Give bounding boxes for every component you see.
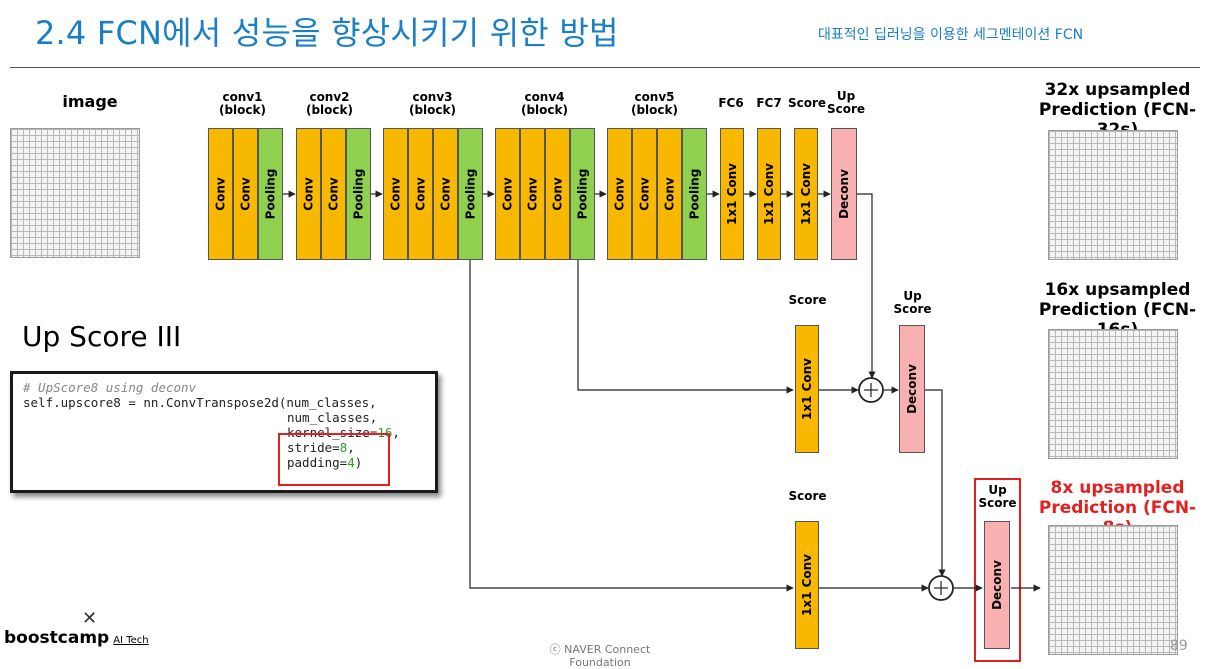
conv4-pooling: Pooling: [570, 128, 595, 260]
code-line-5-value: 4: [347, 455, 355, 470]
fc6-1x1-conv: 1x1 Conv: [720, 128, 744, 260]
conv5-conv-b: Conv: [632, 128, 657, 260]
code-line-5-key: padding=: [287, 455, 348, 470]
conv5-conv-c: Conv: [657, 128, 682, 260]
fcn8-prediction-grid: [1048, 525, 1178, 655]
score-pool3-1x1-conv: 1x1 Conv: [795, 521, 819, 649]
conv4-label: conv4 (block): [520, 90, 568, 117]
upscore-label: Up Score: [826, 89, 866, 116]
fcn32-prediction-grid: [1048, 130, 1178, 260]
score-pool3-label: Score: [788, 489, 827, 503]
upscore-8-label: Up Score: [978, 483, 1017, 510]
input-image-grid: [10, 128, 140, 258]
upscore-8-highlight-box: [974, 478, 1021, 662]
conv2-conv-a: Conv: [296, 128, 321, 260]
code-line-4-key: stride=: [287, 440, 340, 455]
page-number: 89: [1170, 638, 1188, 654]
conv5-label: conv5 (block): [630, 90, 678, 117]
code-snippet: # UpScore8 using deconv self.upscore8 = …: [10, 371, 438, 493]
slide-subtitle: 대표적인 딥러닝을 이용한 세그멘테이션 FCN: [818, 27, 1084, 43]
score-1x1-conv: 1x1 Conv: [794, 128, 818, 260]
score-pool4-1x1-conv: 1x1 Conv: [795, 325, 819, 453]
conv1-conv-b: Conv: [233, 128, 258, 260]
conv5-pooling: Pooling: [682, 128, 707, 260]
image-label: image: [62, 92, 118, 111]
code-line-1: self.upscore8 = nn.ConvTranspose2d(num_c…: [23, 395, 377, 410]
score-pool4-label: Score: [788, 293, 827, 307]
conv1-label: conv1 (block): [218, 90, 266, 117]
code-line-4-value: 8: [339, 440, 348, 455]
code-line-2: num_classes,: [287, 410, 378, 425]
score-label: Score: [787, 96, 827, 110]
fc6-label: FC6: [718, 96, 744, 110]
fcn32-label: 32x upsampled Prediction (FCN-32s): [1038, 80, 1197, 140]
code-comment: # UpScore8 using deconv: [23, 380, 197, 395]
fc7-label: FC7: [756, 96, 782, 110]
header-divider: [10, 67, 1200, 68]
code-highlight-box: [278, 433, 390, 486]
x-mark-icon: ✕: [82, 608, 98, 629]
upscore-deconv: Deconv: [831, 128, 857, 260]
upscore-16-label: Up Score: [893, 289, 932, 316]
section-heading: Up Score III: [22, 320, 182, 353]
conv5-conv-a: Conv: [607, 128, 632, 260]
conv3-conv-a: Conv: [383, 128, 408, 260]
fc7-1x1-conv: 1x1 Conv: [757, 128, 781, 260]
conv4-conv-a: Conv: [495, 128, 520, 260]
conv3-conv-c: Conv: [433, 128, 458, 260]
upscore-8-deconv: Deconv: [984, 521, 1010, 649]
copyright-notice: ⓒ NAVER Connect Foundation: [549, 643, 651, 669]
conv4-conv-b: Conv: [520, 128, 545, 260]
conv2-pooling: Pooling: [346, 128, 371, 260]
code-line-3-key: kernel_size=: [287, 425, 378, 440]
conv2-conv-b: Conv: [321, 128, 346, 260]
slide-title: 2.4 FCN에서 성능을 향상시키기 위한 방법: [35, 14, 619, 52]
conv1-conv-a: Conv: [208, 128, 233, 260]
conv3-conv-b: Conv: [408, 128, 433, 260]
conv2-label: conv2 (block): [305, 90, 353, 117]
conv4-conv-c: Conv: [545, 128, 570, 260]
fcn16-prediction-grid: [1048, 329, 1178, 459]
conv3-pooling: Pooling: [458, 128, 483, 260]
conv1-pooling: Pooling: [258, 128, 283, 260]
upscore-16-deconv: Deconv: [899, 325, 925, 453]
conv3-label: conv3 (block): [408, 90, 456, 117]
